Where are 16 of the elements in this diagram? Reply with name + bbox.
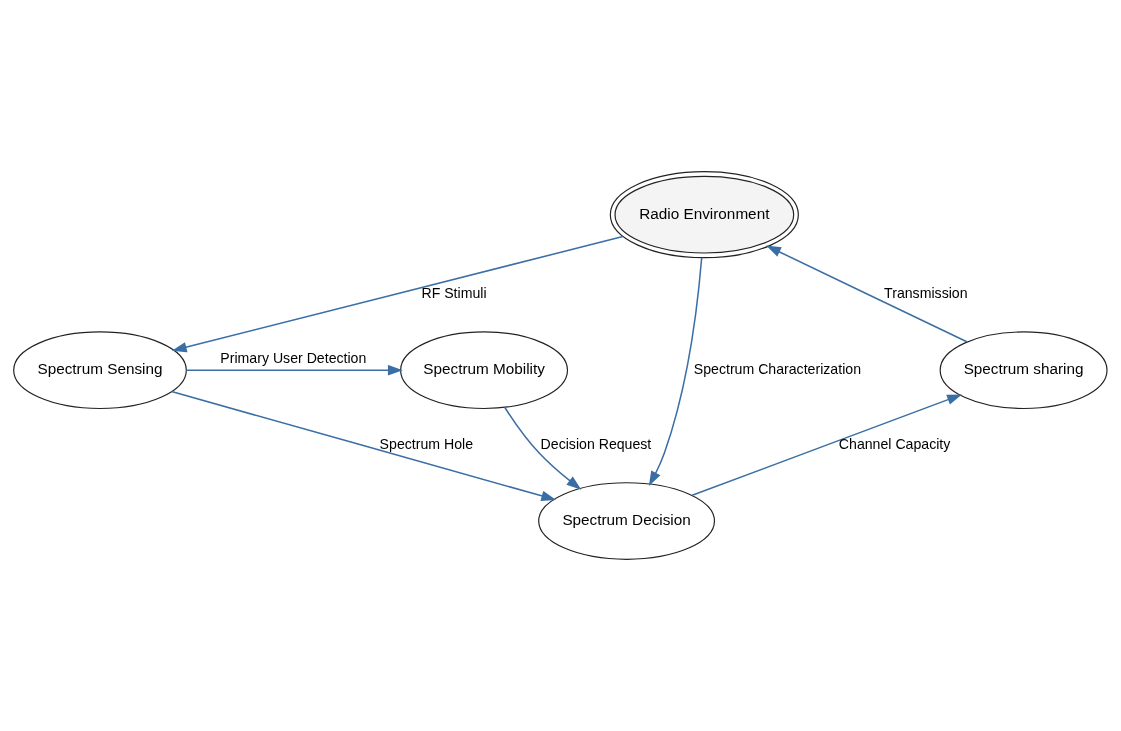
edge-label: Spectrum Characterization bbox=[693, 360, 861, 377]
edge-label: RF Stimuli bbox=[421, 285, 487, 302]
arrow bbox=[185, 365, 403, 376]
arrow bbox=[691, 394, 962, 497]
edge-label: Primary User Detection bbox=[220, 349, 367, 366]
arrow bbox=[648, 256, 703, 486]
edge-label: Transmission bbox=[884, 285, 968, 302]
edge-label: Decision Request bbox=[540, 436, 652, 453]
node-ellipse: Spectrum sharing bbox=[939, 331, 1108, 410]
arrow bbox=[504, 406, 582, 490]
arrow bbox=[171, 235, 624, 353]
arrow bbox=[766, 245, 968, 343]
node-ellipse: Spectrum Mobility bbox=[400, 331, 569, 410]
edge-label: Spectrum Hole bbox=[379, 436, 474, 453]
edge-label: Channel Capacity bbox=[838, 436, 951, 453]
arrow bbox=[170, 390, 557, 501]
